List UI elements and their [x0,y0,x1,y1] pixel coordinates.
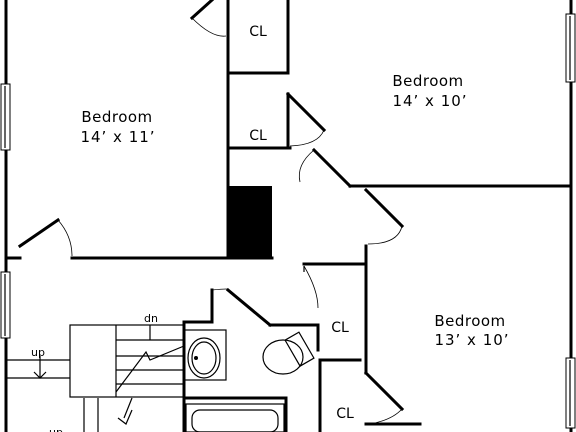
room-labels: Bedroom 14’ x 11’ Bedroom 14’ x 10’ Bedr… [80,72,509,349]
toilet-tank [284,331,315,367]
room-name: Bedroom [392,72,463,90]
door-swings [57,17,403,425]
closet-label: CL [336,406,354,422]
room-dimensions: 13’ x 10’ [434,331,509,349]
stair-up-label: up [31,346,45,359]
stair-down-label: dn [144,312,158,325]
closet-label: CL [249,24,267,40]
room-dimensions: 14’ x 11’ [80,128,155,146]
room-name: Bedroom [81,108,152,126]
room-dimensions: 14’ x 10’ [392,92,467,110]
stairs [6,324,185,432]
closet-labels: CL CL CL CL [249,24,354,422]
vanity [183,329,227,381]
room-name: Bedroom [434,312,505,330]
stair-labels: dn up up [31,312,158,432]
sink [187,337,221,379]
bathtub [185,403,285,432]
windows [0,13,576,429]
bath-fixtures [183,329,315,432]
interior-walls [4,0,573,432]
toilet [262,339,304,375]
closet-label: CL [249,128,267,144]
closet-label: CL [331,320,349,336]
chimney [229,186,272,258]
stair-up-label: up [49,426,63,432]
